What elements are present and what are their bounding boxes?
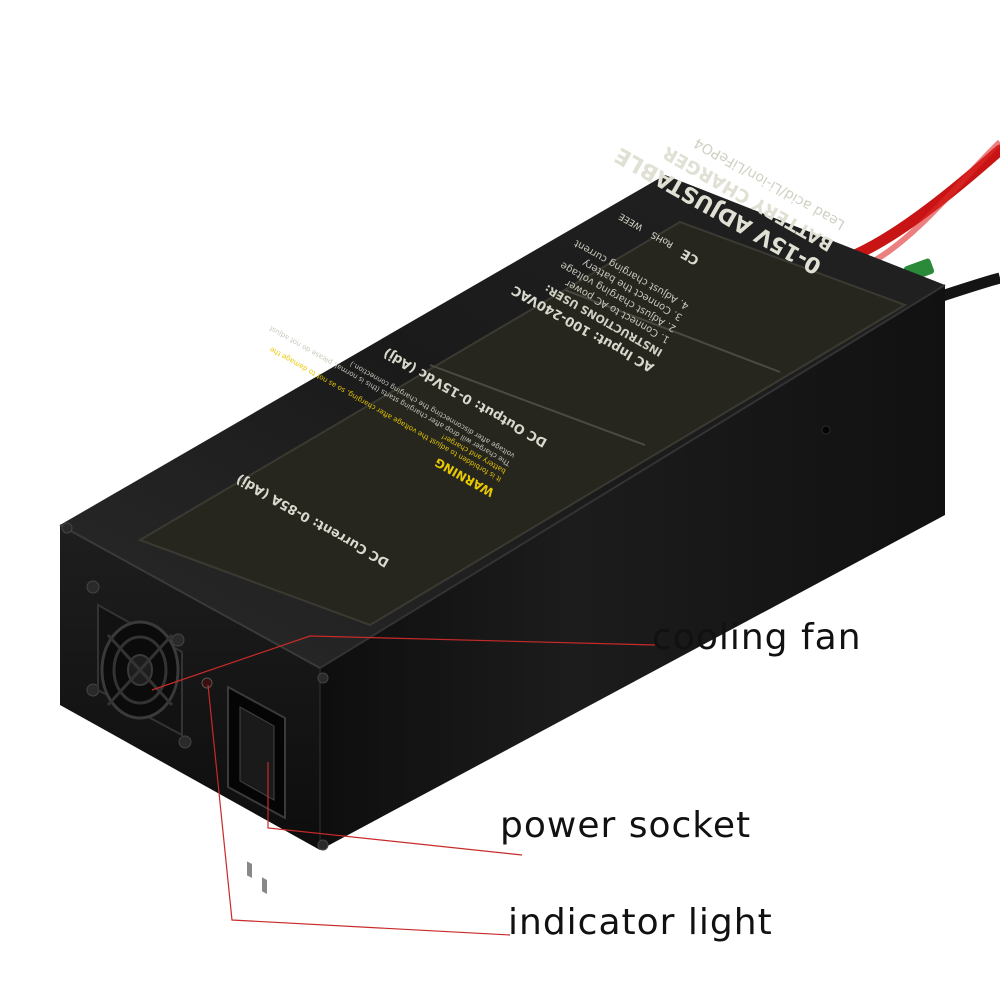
cooling-fan [97, 603, 183, 737]
callout-cooling-fan: cooling fan [652, 617, 862, 658]
red-cable [849, 144, 1000, 261]
charger-side-face [320, 285, 945, 850]
side-screw-hole [821, 425, 831, 435]
leader-line-power-socket [267, 762, 523, 856]
leader-line-cooling-fan [151, 635, 656, 691]
callout-leader-lines [151, 635, 656, 936]
power-socket [227, 685, 286, 894]
callout-indicator-light: indicator light [508, 902, 773, 943]
indicator-light [201, 677, 213, 689]
callout-power-socket: power socket [500, 805, 752, 846]
front-corner-screws [61, 522, 329, 851]
leader-line-indicator-light [207, 684, 511, 936]
